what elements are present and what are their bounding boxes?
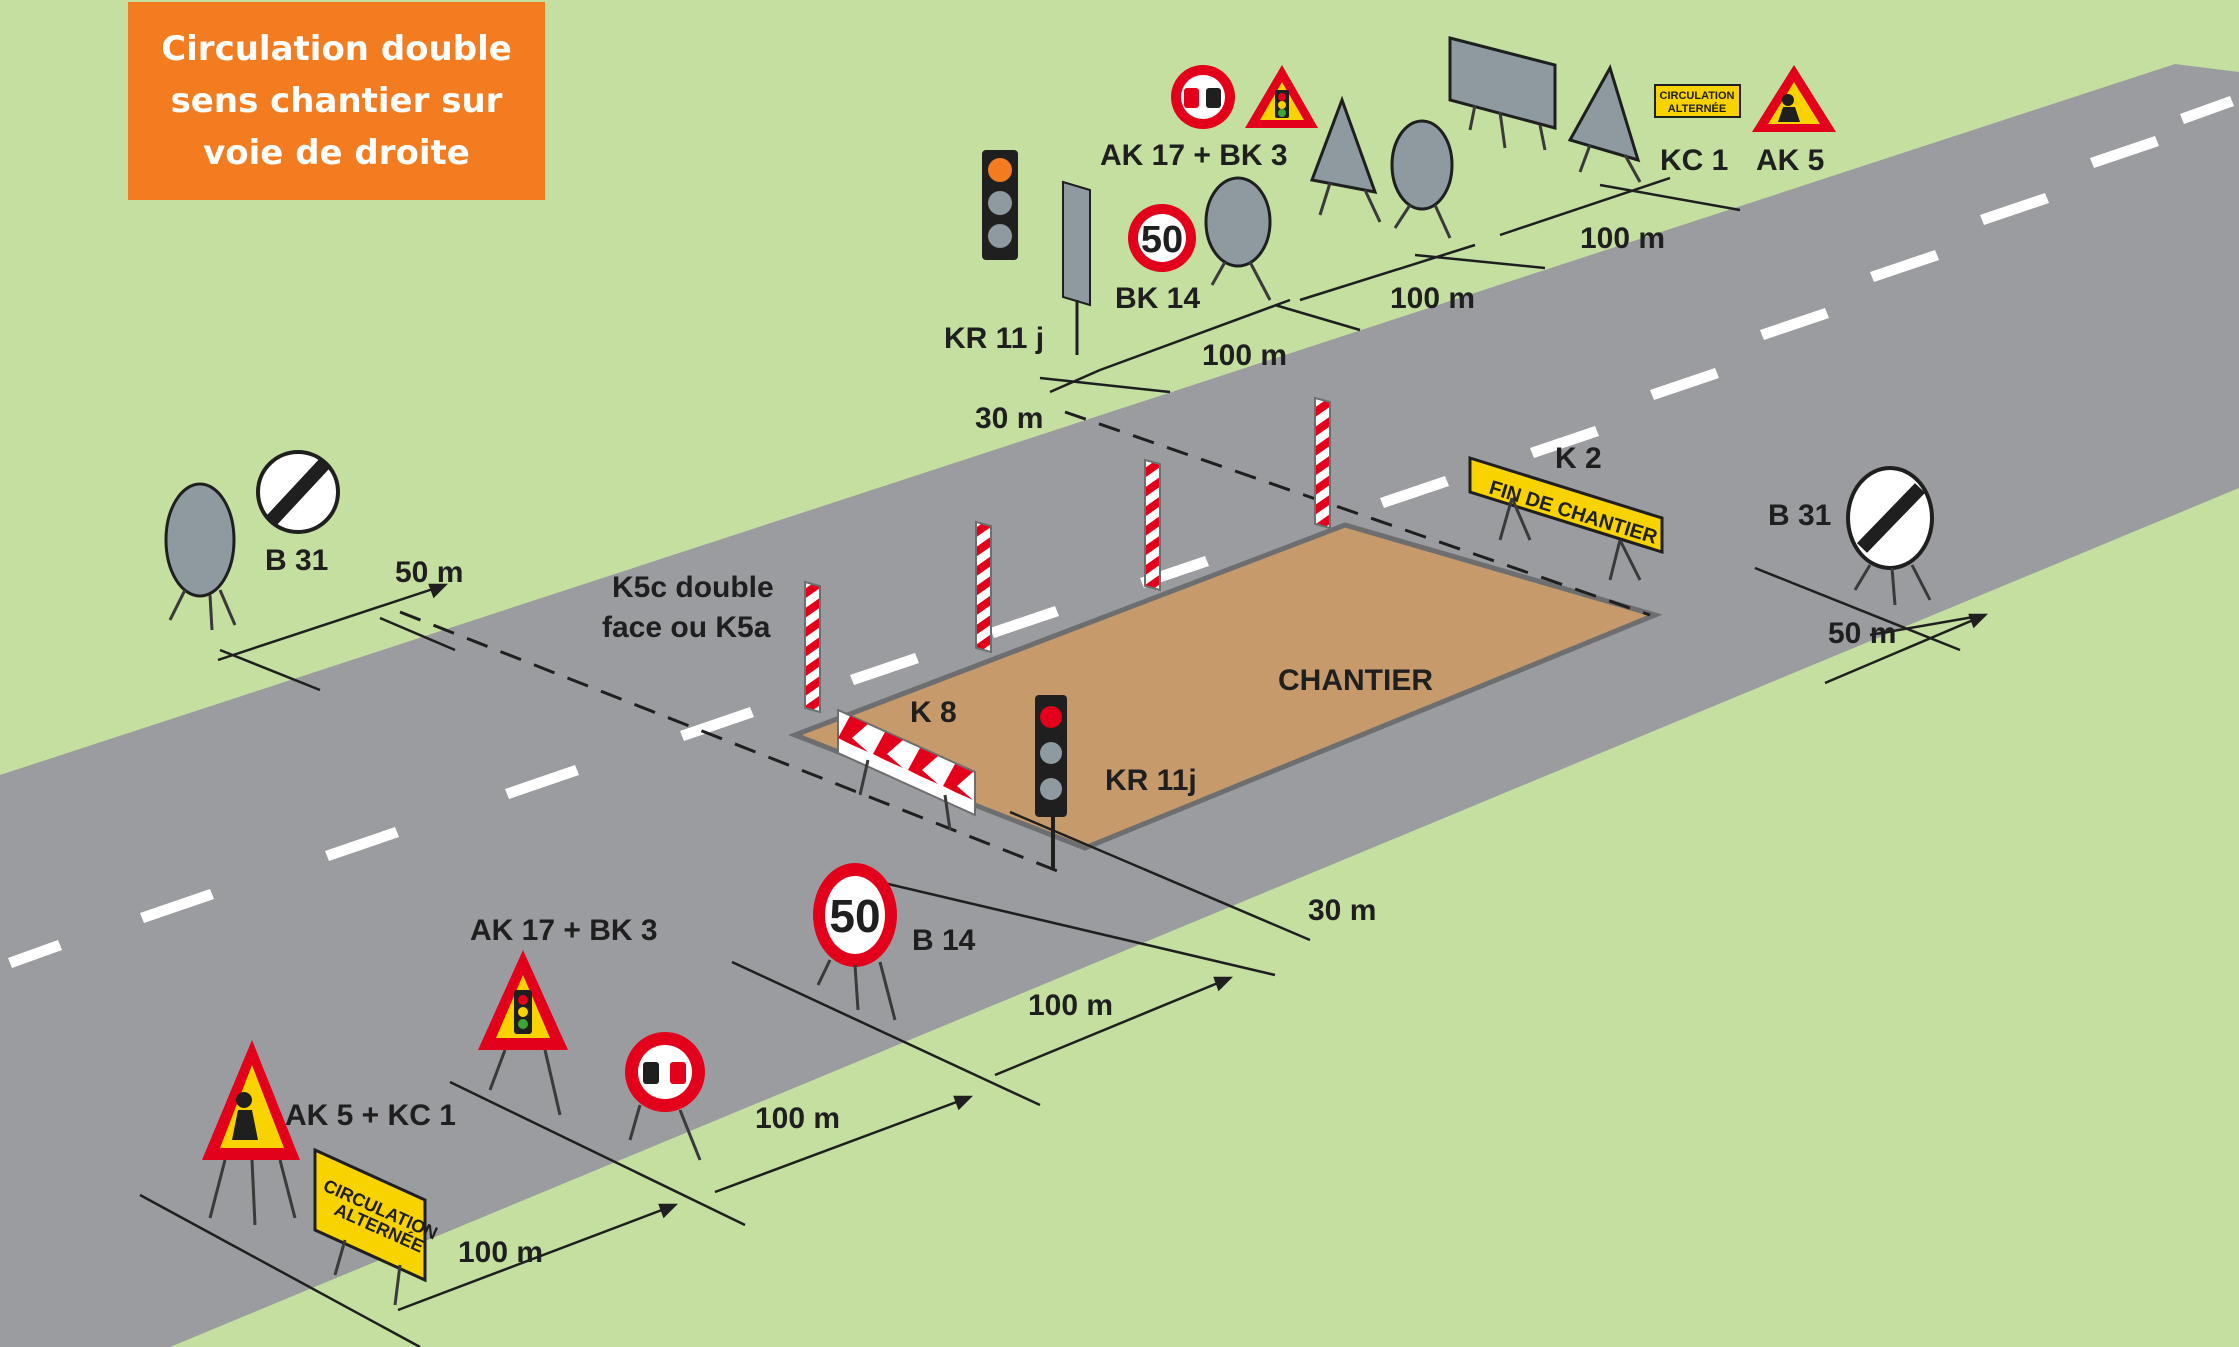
b31-right [1846,466,1934,606]
distance-50m-left: 50 m [395,556,463,589]
kc1-far-panel-line1: CIRCULATION [1660,90,1735,102]
ak5-label: AK 5 [1756,144,1824,177]
ak5-kc1-label: AK 5 + KC 1 [285,1099,456,1132]
ak17-bk3-far-signs [1171,65,1318,129]
k5c-label-line1: K5c double [612,571,774,604]
distance-50m-right: 50 m [1828,617,1896,650]
ak17-bk3-near-label: AK 17 + BK 3 [470,914,658,947]
kr11j-near-label: KR 11j [1105,764,1197,797]
chantier-label: CHANTIER [1278,664,1433,697]
kr11j-far-label: KR 11 j [944,322,1044,355]
ak17-bk3-near-signs [478,950,705,1161]
lane-markings [8,96,2234,968]
chevron-barrier-icon [838,716,973,800]
traffic-light-icon [1040,706,1062,728]
ak5-kc1-signs: CIRCULATION ALTERNÉE [202,1040,441,1306]
far-side-signs: 50 [1128,36,1642,301]
k5c-label-line2: face ou K5a [602,611,771,644]
kc1-ak5-far-signs: CIRCULATION ALTERNÉE [1654,65,1836,132]
b14-label: B 14 [912,924,976,957]
kc1-far-panel-line2: ALTERNÉE [1668,102,1726,115]
kr11j-far-traffic-light [982,150,1091,355]
b31-left [164,450,340,631]
b31-right-label: B 31 [1768,499,1831,532]
kr11j-near-traffic-light [1035,695,1067,870]
diagram-title: Circulation double sens chantier sur voi… [161,29,512,173]
work-zone [788,522,1663,851]
distance-100m-near-2: 100 m [755,1102,840,1135]
k5c-posts [804,396,1331,714]
distance-30m-near: 30 m [1308,894,1376,927]
kc1-label: KC 1 [1660,144,1728,177]
dimension-lines [139,176,1989,1347]
distance-30m-far: 30 m [975,402,1043,435]
b14-speed-sign: 50 [813,863,897,1021]
title-box: Circulation double sens chantier sur voi… [128,2,545,200]
k8-label: K 8 [910,696,957,729]
distance-100m-far-1: 100 m [1202,339,1287,372]
b14-speed-value: 50 [829,890,880,942]
distance-100m-near-1: 100 m [458,1236,543,1269]
distance-100m-near-3: 100 m [1028,989,1113,1022]
distance-100m-far-3: 100 m [1580,222,1665,255]
bk14-label: BK 14 [1115,282,1200,315]
k8-chevron-barrier [837,708,976,831]
k2-label: K 2 [1555,442,1602,475]
distance-100m-far-2: 100 m [1390,282,1475,315]
bk14-speed-value: 50 [1141,219,1183,261]
b31-left-label: B 31 [265,544,328,577]
ak17-bk3-far-label: AK 17 + BK 3 [1100,139,1288,172]
traffic-light-icon [988,158,1012,182]
